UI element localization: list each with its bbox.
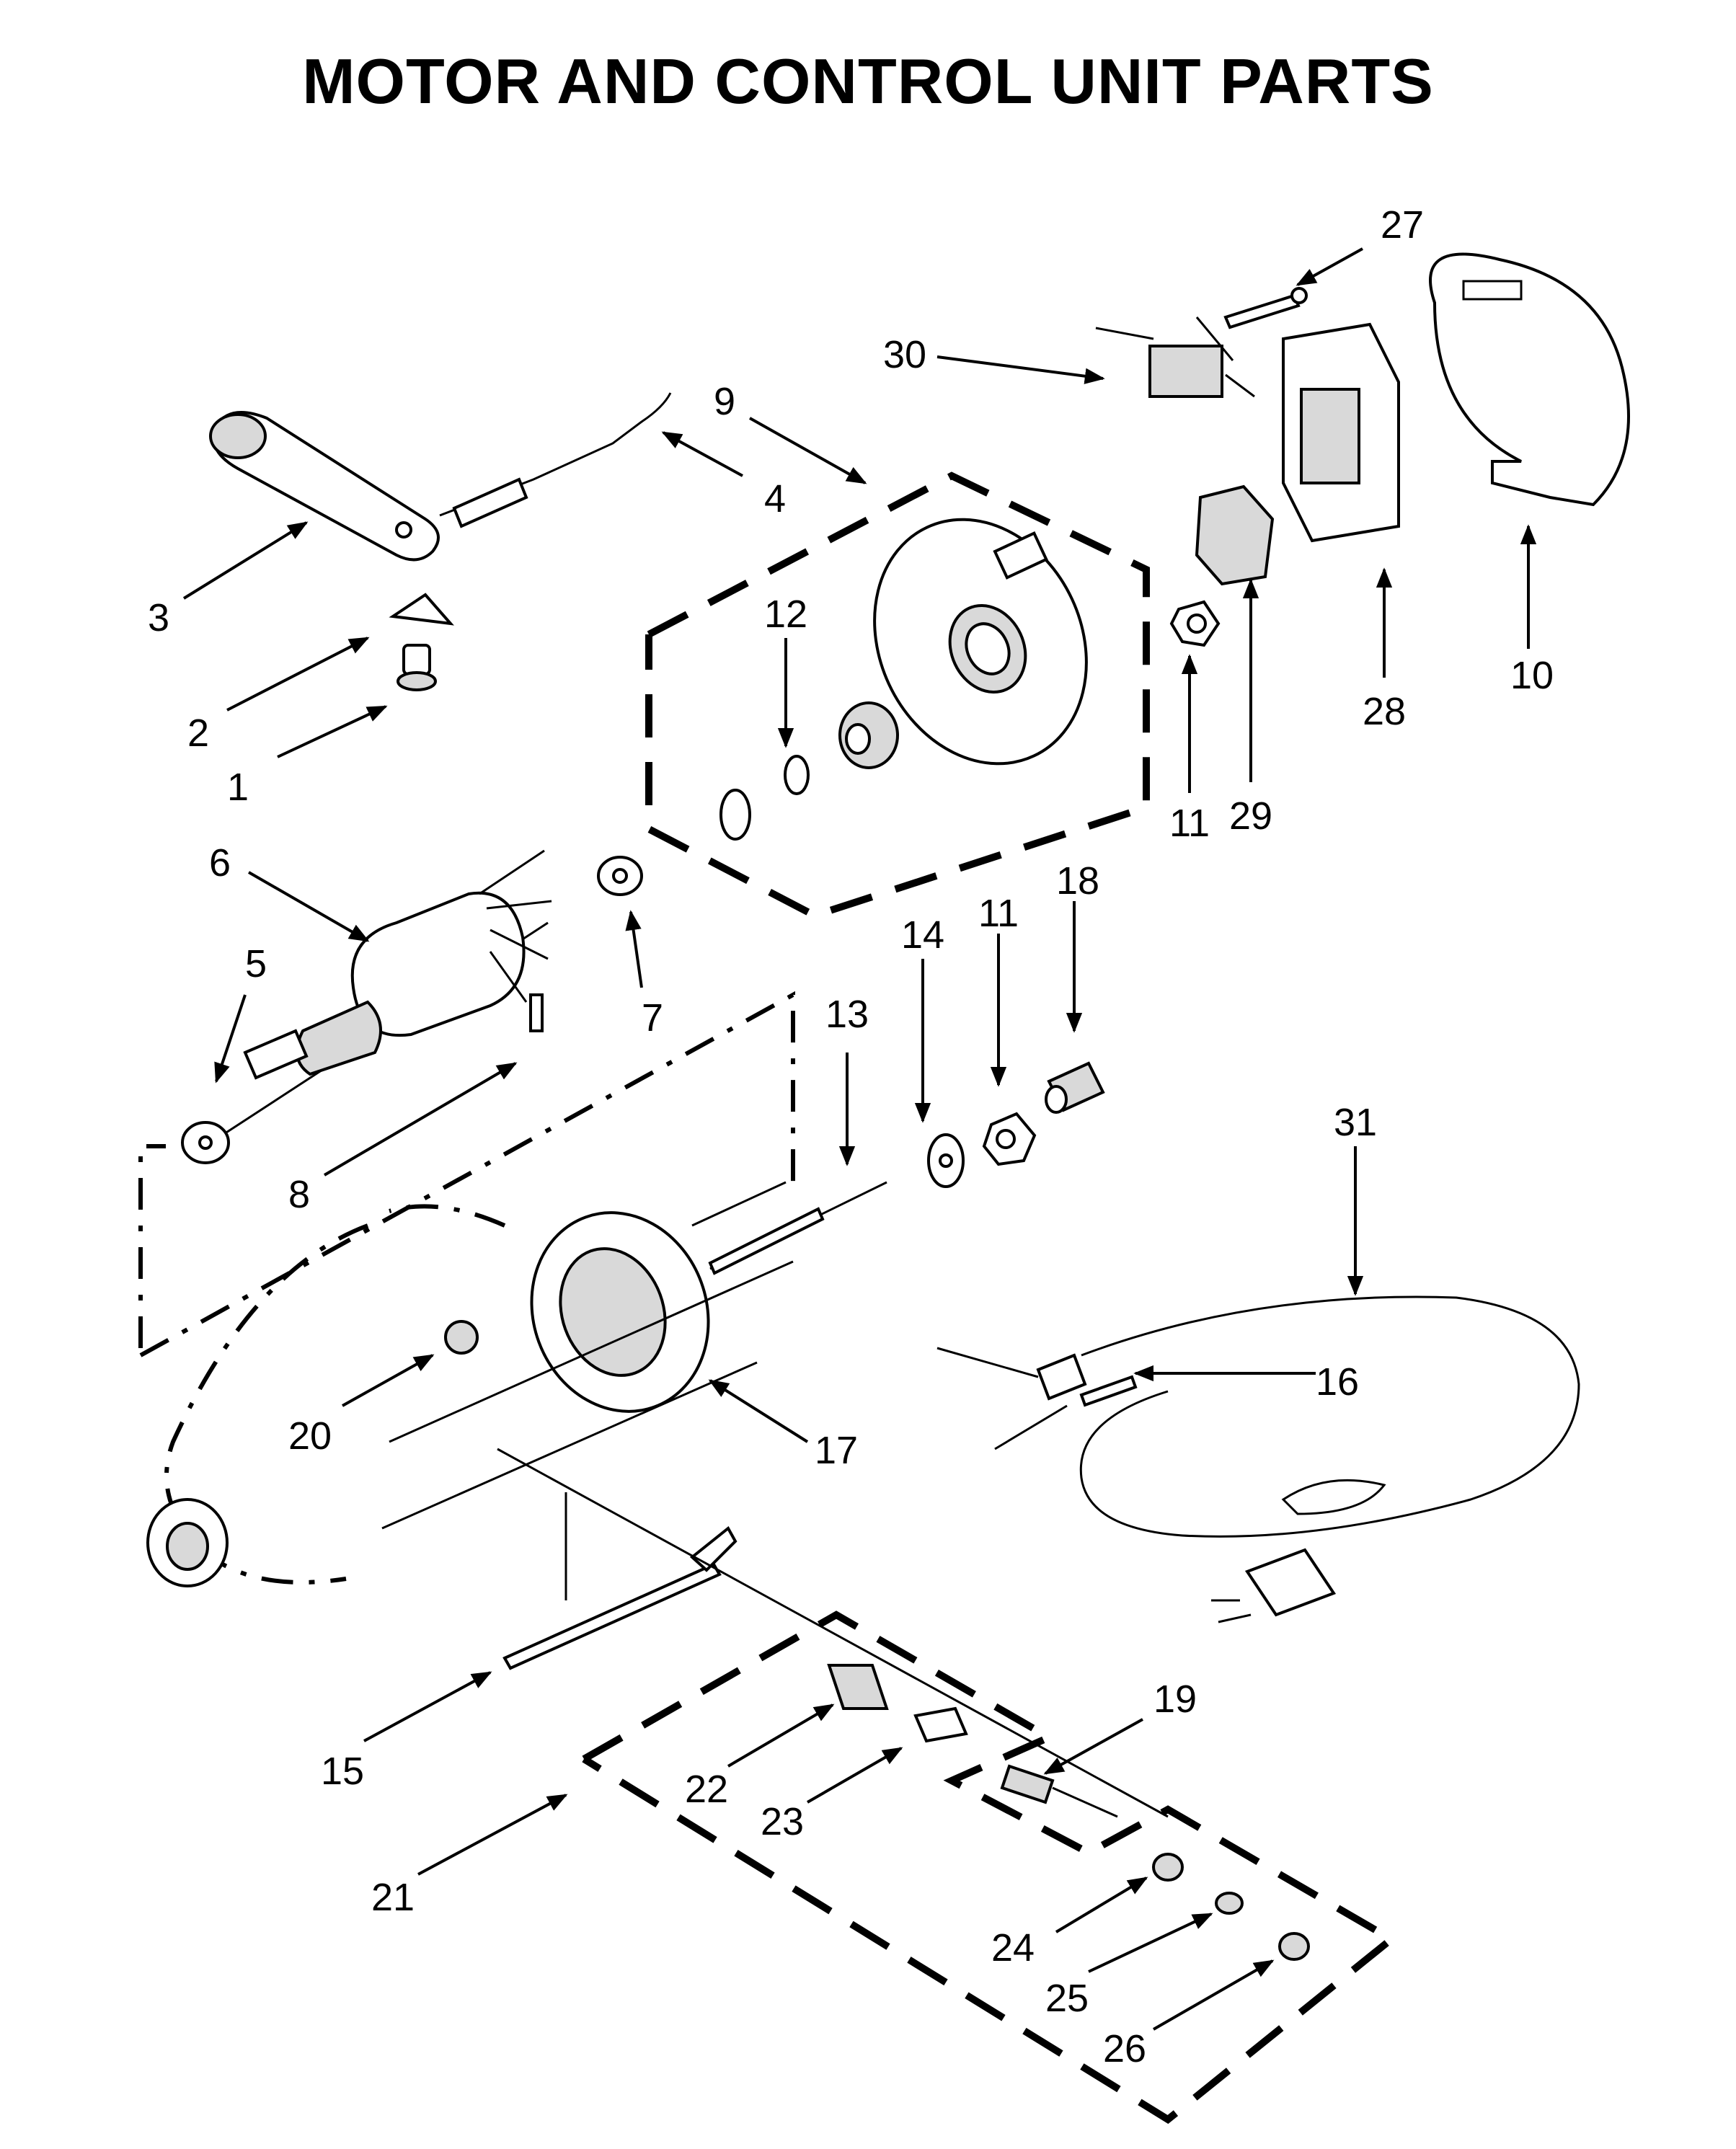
part-retainer-ring (784, 755, 810, 795)
callout-13: 13 (825, 993, 869, 1036)
callout-labels: 1 2 3 4 5 6 7 8 9 10 11 11 12 13 14 15 1… (148, 203, 1554, 2070)
callout-27: 27 (1381, 203, 1424, 247)
part-star-washer (927, 1133, 965, 1188)
diagram-title: MOTOR AND CONTROL UNIT PARTS (302, 45, 1434, 117)
callout-12: 12 (764, 593, 807, 636)
part-long-stud (708, 1181, 887, 1275)
part-screw (397, 644, 437, 691)
callout-24: 24 (991, 1926, 1035, 1969)
part-control-setscrew (1215, 1892, 1244, 1915)
part-nut-upper (1169, 600, 1221, 647)
callout-22: 22 (685, 1768, 728, 1811)
part-control-bracket (913, 1706, 968, 1743)
callout-31: 31 (1334, 1101, 1377, 1144)
callout-11-lower: 11 (978, 892, 1019, 935)
callout-23: 23 (761, 1800, 804, 1843)
part-control-bushing (1152, 1853, 1184, 1882)
part-spacer (1045, 1061, 1105, 1114)
callout-29: 29 (1229, 794, 1272, 838)
part-speed-control (1195, 484, 1275, 586)
part-power-cord (936, 1295, 1580, 1623)
callout-26: 26 (1103, 2027, 1146, 2070)
callout-6: 6 (209, 841, 231, 885)
part-lever (209, 411, 440, 562)
part-thrust-washer (597, 856, 643, 896)
part-control-spring (1000, 1764, 1118, 1818)
callout-16: 16 (1316, 1360, 1359, 1404)
callout-30: 30 (883, 333, 926, 376)
part-strain-relief-screw (1079, 1375, 1138, 1407)
motor-housing-outline (138, 991, 795, 1587)
callout-18: 18 (1056, 859, 1099, 903)
part-field-stator (381, 1181, 794, 1530)
end-cover-group-outline (645, 471, 1150, 920)
callout-3: 3 (148, 596, 169, 639)
callout-9: 9 (714, 380, 735, 423)
part-washer-small (181, 1121, 230, 1164)
callout-11-upper: 11 (1169, 802, 1210, 845)
part-threaded-insert (444, 1320, 479, 1355)
callout-4: 4 (764, 477, 786, 520)
part-control-screw (1223, 287, 1308, 329)
callout-2: 2 (187, 712, 209, 755)
part-bearing (838, 701, 899, 769)
part-armature-screw (529, 993, 544, 1032)
part-spring (439, 392, 672, 528)
callout-7: 7 (642, 996, 663, 1040)
callout-28: 28 (1363, 690, 1406, 733)
callout-21: 21 (371, 1876, 415, 1919)
callout-19: 19 (1153, 1678, 1197, 1721)
callout-5: 5 (245, 942, 267, 985)
part-armature (216, 849, 552, 1140)
callout-15: 15 (321, 1750, 364, 1793)
part-star-washer-upper (719, 789, 751, 841)
part-control-rod (497, 1448, 1169, 1818)
callout-17: 17 (815, 1429, 858, 1472)
part-nut-lower (982, 1112, 1037, 1166)
callout-14: 14 (901, 913, 944, 957)
callout-1: 1 (227, 766, 249, 809)
part-control-plate (1282, 322, 1400, 543)
part-washer-triangle (389, 593, 454, 626)
callout-10: 10 (1510, 654, 1554, 697)
part-gasket (1429, 252, 1630, 507)
callout-25: 25 (1045, 1977, 1089, 2020)
part-terminal-block (1095, 316, 1255, 398)
part-control-sleeve (827, 1664, 889, 1710)
part-control-knob-screw (1278, 1932, 1310, 1961)
callout-8: 8 (288, 1173, 310, 1216)
callout-arrows (182, 247, 1537, 2031)
part-end-bell (873, 518, 1088, 766)
control-assembly-group-outline (582, 1610, 1398, 2124)
callout-20: 20 (288, 1414, 332, 1458)
